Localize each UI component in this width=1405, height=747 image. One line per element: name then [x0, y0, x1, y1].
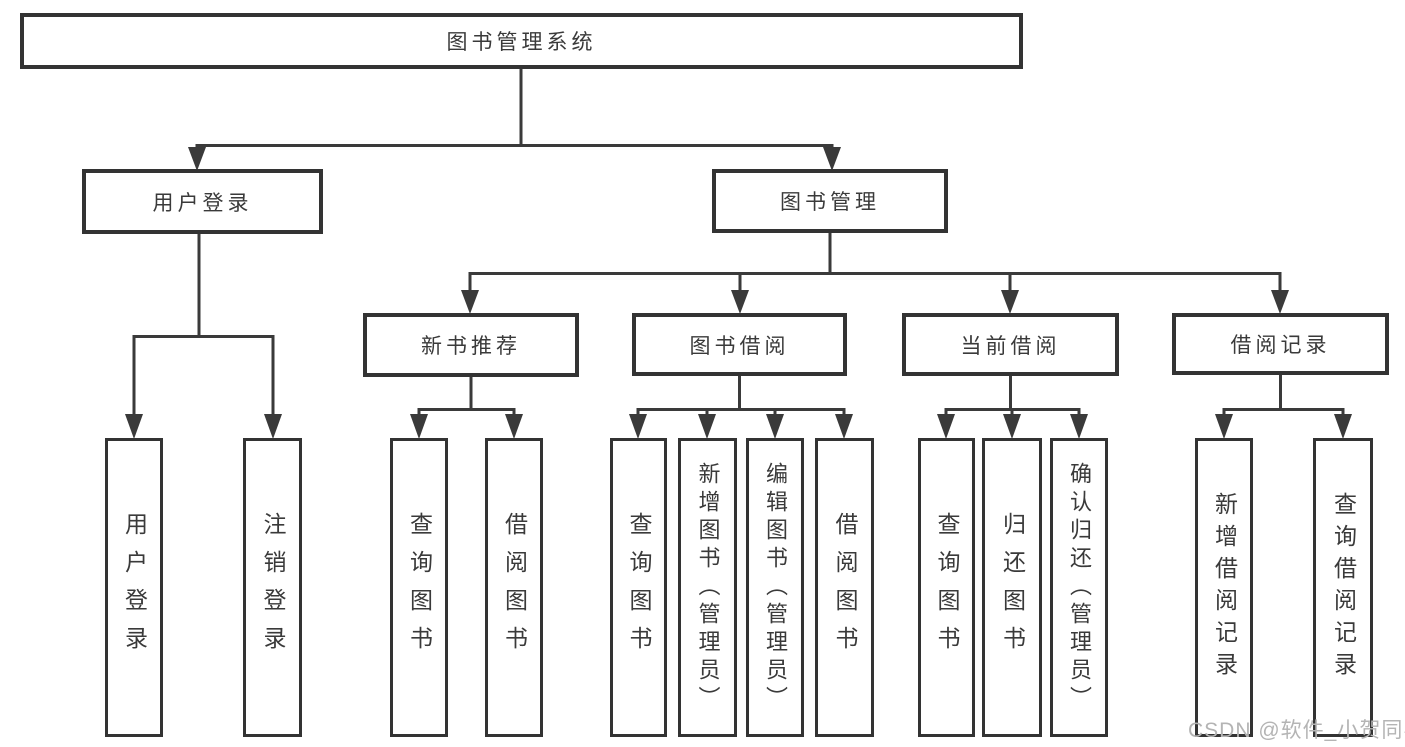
leaf-logout: 注销登录	[243, 438, 302, 737]
node-user-login-label: 用户登录	[152, 191, 253, 215]
leaf-query-books-current-label: 查询图书	[934, 511, 960, 664]
leaf-borrow-books-recommend-label: 借阅图书	[501, 511, 528, 664]
leaf-query-books-borrowing: 查询图书	[610, 438, 667, 737]
node-current-borrowing: 当前借阅	[902, 313, 1119, 376]
leaf-borrow-books-recommend: 借阅图书	[485, 438, 543, 737]
node-book-borrowing-label: 图书借阅	[689, 334, 790, 358]
node-user-login: 用户登录	[82, 169, 323, 234]
leaf-return-books-label: 归还图书	[999, 511, 1026, 664]
leaf-edit-books-admin-label: 编辑图书（管理员）	[763, 461, 788, 714]
node-borrowing-records-label: 借阅记录	[1230, 334, 1331, 357]
leaf-query-borrow-record-label: 查询借阅记录	[1330, 491, 1357, 684]
leaf-query-books-borrowing-label: 查询图书	[626, 511, 652, 664]
leaf-borrow-books: 借阅图书	[815, 438, 874, 737]
leaf-user-login-label: 用户登录	[121, 511, 148, 664]
leaf-query-books-recommend: 查询图书	[390, 438, 448, 737]
node-new-book-recommend: 新书推荐	[363, 313, 579, 377]
leaf-add-books-admin-label: 新增图书（管理员）	[695, 461, 721, 714]
node-borrowing-records: 借阅记录	[1172, 313, 1389, 375]
leaf-edit-books-admin: 编辑图书（管理员）	[746, 438, 804, 737]
leaf-return-books: 归还图书	[982, 438, 1042, 737]
arrowhead-icons	[125, 147, 1352, 439]
watermark: CSDN @软件_小贺同学	[1188, 719, 1405, 742]
node-book-management-label: 图书管理	[780, 191, 880, 214]
leaf-user-login: 用户登录	[105, 438, 163, 737]
node-root-label: 图书管理系统	[446, 31, 597, 54]
leaf-add-borrow-record-label: 新增借阅记录	[1211, 491, 1238, 684]
node-book-management: 图书管理	[712, 169, 948, 233]
leaf-query-books-current: 查询图书	[918, 438, 975, 737]
leaf-query-books-recommend-label: 查询图书	[406, 511, 433, 664]
node-new-book-recommend-label: 新书推荐	[421, 335, 521, 358]
leaf-query-borrow-record: 查询借阅记录	[1313, 438, 1373, 737]
leaf-borrow-books-label: 借阅图书	[832, 511, 858, 664]
leaf-confirm-return-admin-label: 确认归还（管理员）	[1067, 461, 1092, 714]
leaf-logout-label: 注销登录	[260, 511, 286, 664]
node-current-borrowing-label: 当前借阅	[960, 334, 1061, 358]
node-root: 图书管理系统	[20, 13, 1023, 69]
leaf-confirm-return-admin: 确认归还（管理员）	[1050, 438, 1108, 737]
leaf-add-books-admin: 新增图书（管理员）	[678, 438, 737, 737]
node-book-borrowing: 图书借阅	[632, 313, 847, 376]
leaf-add-borrow-record: 新增借阅记录	[1195, 438, 1253, 737]
